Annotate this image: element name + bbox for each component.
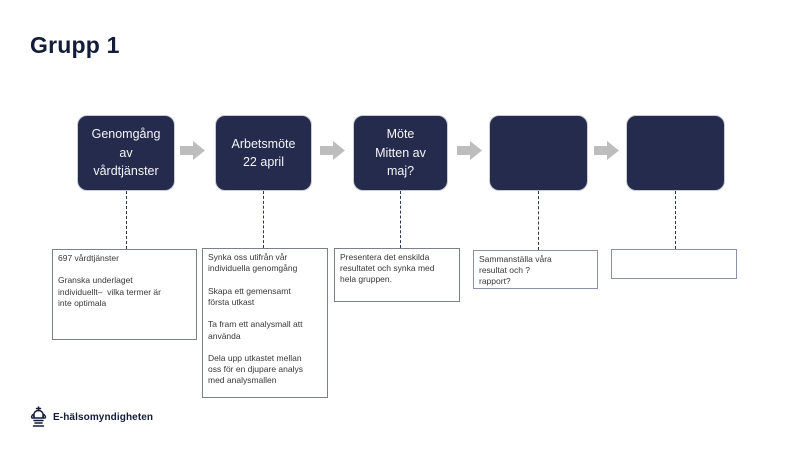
flow-step-genomgang: Genomgång av vårdtjänster [77,115,175,191]
note-box-sammanstalla: Sammanställa våra resultat och ? rapport… [473,250,598,289]
right-arrow-icon [457,141,482,160]
note-box-vardtjanster: 697 vårdtjänster Granska underlaget indi… [52,249,197,340]
right-arrow-icon [180,141,205,160]
page-title: Grupp 1 [30,32,120,58]
right-arrow-icon [594,141,619,160]
logo: E-hälsomyndigheten [30,406,153,428]
note-box-synka: Synka oss utifrån vår individuella genom… [202,248,328,398]
flow-step-empty-5 [626,115,725,191]
flow-step-arbetsmote: Arbetsmöte 22 april [215,115,312,191]
flow-step-empty-4 [489,115,588,191]
right-arrow-icon [320,141,345,160]
dashed-connector [538,191,539,250]
dashed-connector [400,191,401,248]
logo-text: E-hälsomyndigheten [53,411,154,423]
dashed-connector [263,191,264,248]
note-box-presentera: Presentera det enskilda resultatet och s… [334,248,460,302]
crown-icon [30,406,47,428]
note-box-empty [611,249,737,279]
dashed-connector [126,191,127,249]
flow-step-mote-maj: Möte Mitten av maj? [353,115,448,191]
dashed-connector [675,191,676,249]
